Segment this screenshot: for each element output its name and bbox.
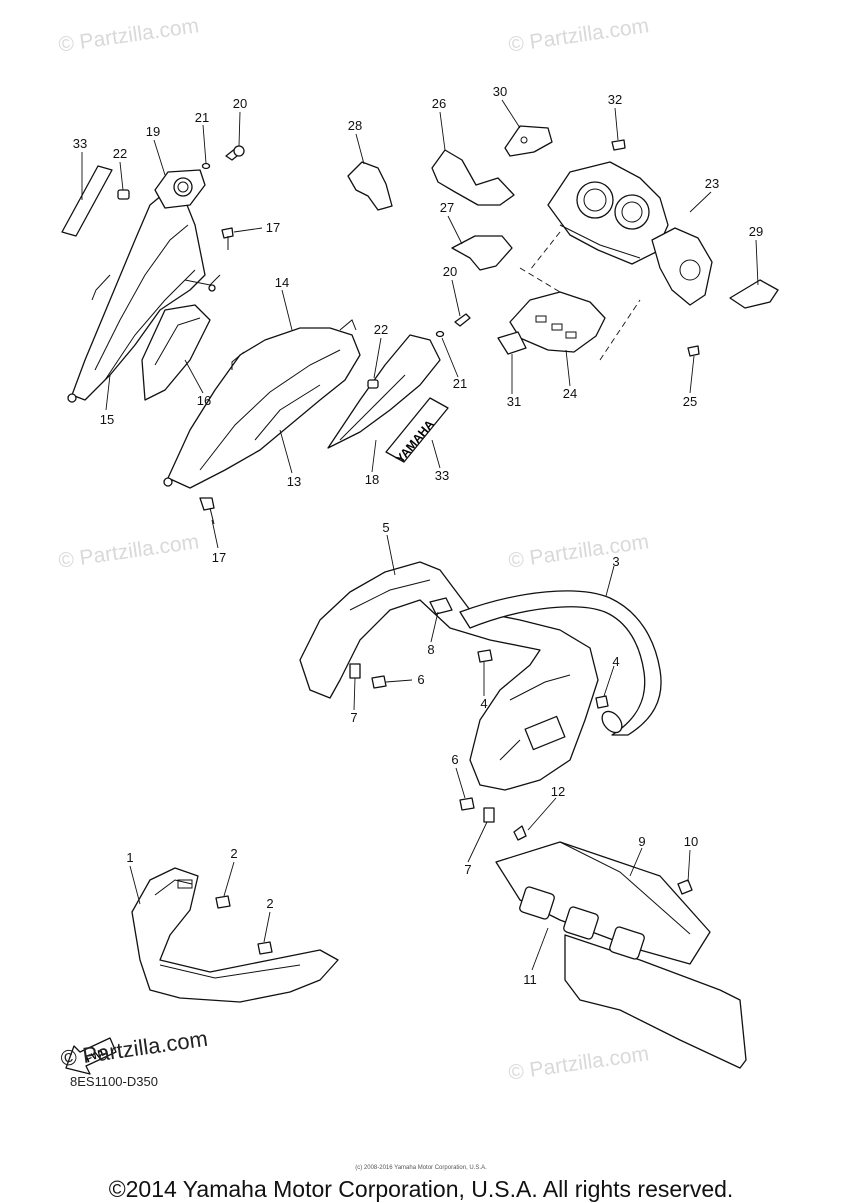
callout-32: 32 bbox=[608, 92, 622, 107]
leader-lines bbox=[81, 99, 759, 971]
part-15-side-cowl bbox=[67, 189, 221, 403]
callout-17b: 17 bbox=[212, 550, 226, 565]
copyright-small: (c) 2008-2016 Yamaha Motor Corporation, … bbox=[355, 1165, 487, 1171]
callout-12: 12 bbox=[551, 784, 565, 799]
callout-23: 23 bbox=[705, 176, 719, 191]
callout-18: 18 bbox=[365, 472, 379, 487]
part-22-clip bbox=[117, 189, 130, 200]
callout-14: 14 bbox=[275, 275, 289, 290]
callout-5: 5 bbox=[382, 520, 389, 535]
copyright-notice: ©2014 Yamaha Motor Corporation, U.S.A. A… bbox=[108, 1176, 734, 1202]
part-32-screw bbox=[611, 139, 626, 151]
callout-labels: 33 22 19 21 20 17 15 16 14 13 17 28 22 2… bbox=[73, 84, 763, 987]
fwd-arrow-icon: FWD bbox=[65, 1037, 117, 1075]
callout-1: 1 bbox=[126, 850, 133, 865]
callout-2: 2 bbox=[230, 846, 237, 861]
part-8-nut bbox=[429, 597, 453, 615]
callout-22b: 22 bbox=[374, 322, 388, 337]
callout-4: 4 bbox=[480, 696, 487, 711]
callout-20b: 20 bbox=[443, 264, 457, 279]
part-11-flap bbox=[519, 886, 747, 1069]
callout-22: 22 bbox=[113, 146, 127, 161]
callout-13: 13 bbox=[287, 474, 301, 489]
callout-3: 3 bbox=[612, 554, 619, 569]
callout-21b: 21 bbox=[453, 376, 467, 391]
callout-19: 19 bbox=[146, 124, 160, 139]
part-6-bolt bbox=[371, 675, 475, 811]
callout-7b: 7 bbox=[464, 862, 471, 877]
part-4-bolt bbox=[477, 649, 609, 709]
callout-8: 8 bbox=[427, 642, 434, 657]
part-25-screw bbox=[687, 345, 700, 357]
part-30-bracket bbox=[504, 125, 553, 157]
part-22-clip-center bbox=[367, 313, 471, 389]
part-23-meter-housing bbox=[547, 161, 713, 306]
callout-29: 29 bbox=[749, 224, 763, 239]
callout-2b: 2 bbox=[266, 896, 273, 911]
part-12-rivet bbox=[513, 825, 527, 841]
callout-30: 30 bbox=[493, 84, 507, 99]
part-24-bracket bbox=[509, 231, 641, 361]
part-26-panel bbox=[431, 149, 515, 206]
callout-17: 17 bbox=[266, 220, 280, 235]
callout-10: 10 bbox=[684, 834, 698, 849]
part-20-21-bolt bbox=[201, 145, 245, 170]
callout-33: 33 bbox=[73, 136, 87, 151]
callout-16: 16 bbox=[197, 393, 211, 408]
part-17-screw-bottom bbox=[199, 497, 215, 525]
callout-6: 6 bbox=[417, 672, 424, 687]
part-19-bezel bbox=[154, 169, 206, 209]
callout-7: 7 bbox=[350, 710, 357, 725]
callout-26: 26 bbox=[432, 96, 446, 111]
callout-24: 24 bbox=[563, 386, 577, 401]
part-33-yamaha-decal: YAMAHA bbox=[385, 397, 449, 466]
callout-6b: 6 bbox=[451, 752, 458, 767]
part-2-bolt bbox=[215, 895, 273, 955]
part-28-panel bbox=[347, 161, 393, 211]
part-29-bracket bbox=[729, 279, 779, 309]
callout-27: 27 bbox=[440, 200, 454, 215]
part-16-shield bbox=[141, 304, 211, 401]
callout-28: 28 bbox=[348, 118, 362, 133]
part-17-screw bbox=[221, 227, 234, 250]
part-27-panel bbox=[451, 235, 513, 271]
callout-33b: 33 bbox=[435, 468, 449, 483]
callout-15: 15 bbox=[100, 412, 114, 427]
part-3-grab-bar bbox=[459, 590, 662, 736]
callout-25: 25 bbox=[683, 394, 697, 409]
callout-11: 11 bbox=[523, 972, 537, 987]
diagram-code: 8ES1100-D350 bbox=[70, 1074, 158, 1089]
part-13-top-cowl bbox=[163, 319, 361, 489]
part-5-frame bbox=[299, 561, 599, 791]
part-31-pad bbox=[497, 331, 527, 355]
callout-20: 20 bbox=[233, 96, 247, 111]
callout-31: 31 bbox=[507, 394, 521, 409]
part-1-bumper bbox=[131, 867, 339, 1003]
callout-4b: 4 bbox=[612, 654, 619, 669]
part-10-rivet bbox=[677, 879, 693, 895]
callout-21: 21 bbox=[195, 110, 209, 125]
part-33-decal-left bbox=[61, 165, 113, 237]
callout-9: 9 bbox=[638, 834, 645, 849]
